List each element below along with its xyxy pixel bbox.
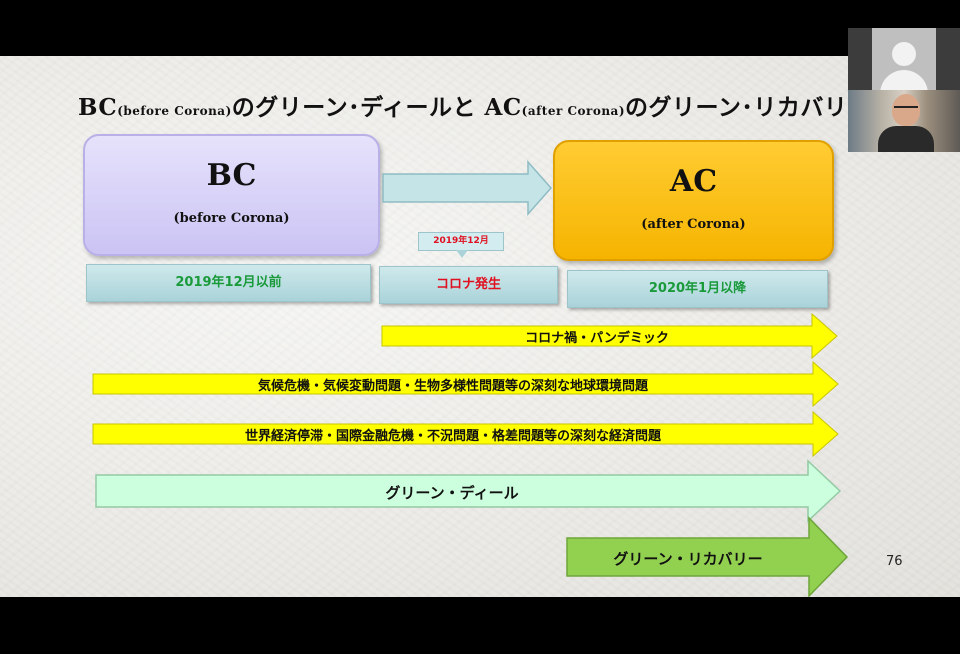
avatar-head (892, 42, 916, 66)
slide-page-number: 76 (886, 554, 903, 569)
covid-outbreak-bar: コロナ発生 (379, 266, 558, 304)
title-middle: のグリーン･ディールと (231, 94, 485, 121)
participant-glasses (894, 106, 918, 113)
title-bc: BC (78, 94, 118, 121)
green-deal-arrow-label: グリーン・ディール (385, 484, 519, 502)
bc-box: BC (before Corona) (83, 134, 380, 256)
participant-body (878, 126, 934, 152)
economy-arrow (92, 410, 839, 458)
ac-box: AC (after Corona) (553, 140, 834, 261)
economy-arrow-label: 世界経済停滞・国際金融危機・不況問題・格差問題等の深刻な経済問題 (244, 429, 661, 444)
pandemic-arrow (381, 312, 838, 360)
environment-arrow (92, 360, 839, 408)
bc-label: BC (206, 158, 257, 193)
video-thumbnail-panel[interactable] (848, 28, 960, 152)
ac-sublabel: (after Corona) (641, 217, 746, 232)
presentation-slide: BC(before Corona)のグリーン･ディールと AC(after Co… (0, 56, 960, 597)
participant-head (892, 94, 920, 126)
green-recovery-arrow (566, 516, 849, 597)
callout-pointer (456, 250, 468, 258)
ac-label: AC (669, 164, 718, 199)
ac-date-bar: 2020年1月以降 (567, 270, 828, 308)
title-bc-sub: (before Corona) (117, 104, 232, 118)
user-avatar-icon (872, 28, 936, 90)
bc-to-ac-arrow (382, 160, 553, 216)
covid-date-callout: 2019年12月 (418, 232, 504, 251)
green-deal-arrow (95, 459, 842, 523)
bc-date-bar: 2019年12月以前 (86, 264, 371, 302)
participant-video (848, 90, 960, 152)
environment-arrow-label: 気候危機・気候変動問題・生物多様性問題等の深刻な地球環境問題 (257, 379, 648, 394)
title-ac-sub: (after Corona) (521, 104, 626, 118)
bc-sublabel: (before Corona) (173, 211, 290, 226)
green-recovery-arrow-label: グリーン・リカバリー (613, 550, 763, 568)
pandemic-arrow-label: コロナ禍・パンデミック (525, 331, 669, 346)
title-ac: AC (484, 94, 522, 121)
avatar-body (880, 70, 928, 90)
slide-title: BC(before Corona)のグリーン･ディールと AC(after Co… (78, 88, 847, 122)
title-end: のグリーン･リカバリ (625, 94, 848, 121)
